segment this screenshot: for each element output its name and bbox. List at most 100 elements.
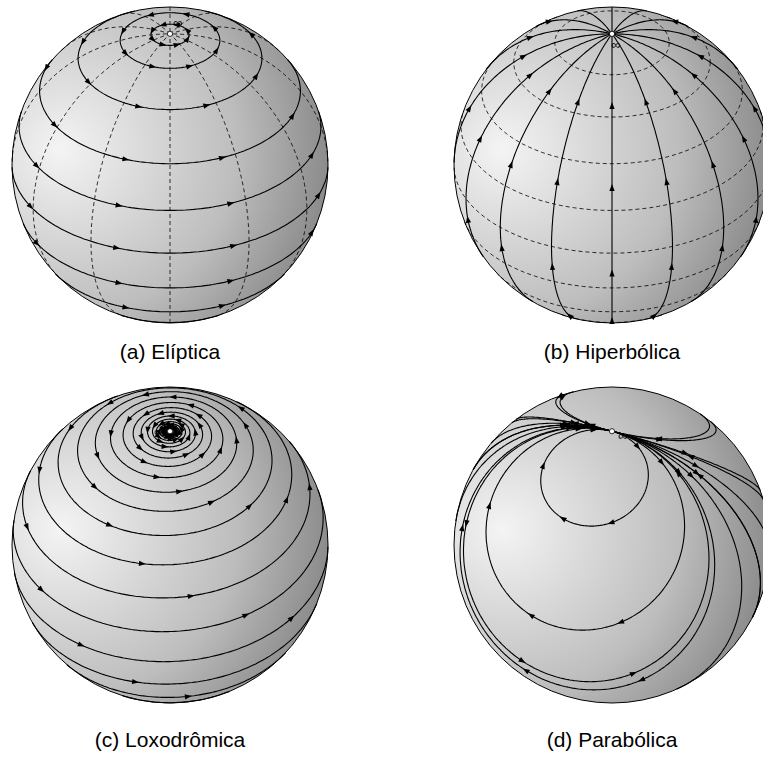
arrowhead: [185, 694, 192, 699]
arrowhead: [113, 245, 120, 250]
arrowhead: [109, 430, 114, 437]
arrowhead: [208, 501, 216, 506]
arrowhead: [518, 657, 525, 663]
dashed-grid-line: [562, 315, 662, 323]
dashed-grid-line: [170, 13, 216, 34]
arrowhead: [227, 202, 234, 207]
sphere-elliptic: [12, 7, 328, 323]
arrowhead: [176, 489, 183, 494]
arrowhead: [219, 156, 226, 161]
arrowhead: [168, 413, 175, 418]
arrowhead: [27, 202, 34, 209]
arrowhead: [187, 594, 194, 599]
arrowhead: [563, 423, 570, 428]
arrowhead: [122, 304, 129, 309]
arrowhead: [672, 88, 678, 95]
arrowhead: [308, 152, 314, 159]
caption-label: (c) Loxodrômica: [95, 728, 246, 752]
flow-line: [473, 425, 760, 617]
sphere-parabolic: [454, 387, 763, 703]
arrowhead: [149, 35, 156, 42]
arrowhead: [608, 519, 615, 524]
arrowhead: [249, 32, 256, 39]
arrowhead: [609, 102, 614, 109]
arrowhead: [193, 429, 198, 436]
arrowhead: [719, 244, 724, 251]
dashed-grid-line: [12, 34, 170, 162]
arrowhead: [142, 391, 150, 396]
arrowhead: [697, 473, 704, 479]
arrowhead: [139, 561, 146, 566]
infinity-label: ∞: [611, 38, 620, 51]
arrowhead: [609, 184, 614, 191]
arrowhead: [500, 244, 505, 251]
arrowhead: [230, 244, 238, 249]
flow-line: [577, 11, 612, 34]
arrowhead: [243, 422, 249, 429]
fixed-point: [609, 31, 614, 36]
sphere-loxodromic: [12, 387, 328, 703]
arrowhead: [638, 676, 645, 681]
flow-line: [612, 34, 724, 302]
flow-line: [556, 394, 716, 440]
arrowhead: [185, 434, 190, 441]
arrowhead: [540, 462, 545, 470]
arrowhead: [508, 161, 513, 169]
arrowhead: [692, 462, 699, 468]
arrowhead: [199, 452, 206, 459]
dashed-grid-line: [170, 34, 171, 323]
arrowhead: [186, 64, 194, 69]
arrowhead: [753, 105, 759, 112]
arrowhead: [81, 38, 87, 45]
arrowhead: [212, 25, 219, 32]
flow-line: [612, 30, 738, 70]
arrowhead: [227, 279, 234, 284]
dashed-grid-line: [170, 7, 171, 34]
arrowhead: [315, 192, 321, 199]
arrowhead: [147, 12, 155, 17]
arrowhead: [196, 413, 203, 419]
arrowhead: [187, 404, 194, 409]
arrowhead: [575, 98, 580, 105]
arrowhead: [528, 613, 535, 619]
arrowhead: [136, 444, 143, 451]
arrowhead: [213, 47, 219, 54]
infinity-label: ∞: [173, 16, 182, 29]
arrowhead: [122, 156, 129, 161]
arrowhead: [122, 49, 129, 56]
dashed-grid-line: [124, 13, 170, 34]
arrowhead: [690, 36, 697, 41]
sphere-hyperbolic: [454, 7, 763, 323]
arrowhead: [140, 458, 147, 463]
dashed-grid-line: [170, 34, 328, 162]
arrowhead: [149, 63, 156, 68]
arrowhead: [609, 317, 614, 324]
arrowhead: [68, 424, 74, 431]
arrowhead: [288, 616, 295, 623]
arrowhead: [617, 619, 625, 624]
flow-line: [516, 417, 760, 490]
flow-line: [500, 34, 612, 302]
arrowhead: [77, 641, 84, 646]
arrowhead: [691, 73, 698, 79]
arrowhead: [121, 27, 127, 34]
flow-line: [560, 392, 709, 439]
arrowhead: [238, 406, 245, 412]
arrowhead: [145, 426, 150, 433]
arrowhead: [242, 614, 250, 619]
flow-line: [611, 7, 612, 34]
arrowhead: [567, 313, 574, 320]
arrowhead: [711, 161, 716, 169]
flow-line: [612, 34, 673, 319]
arrowhead: [645, 98, 650, 105]
arrowhead: [559, 394, 566, 400]
arrowhead: [520, 55, 527, 61]
fixed-point: [167, 429, 172, 434]
arrowhead: [33, 239, 40, 246]
arrowhead: [132, 679, 139, 684]
dashed-grid-line: [170, 34, 307, 278]
flow-line: [486, 30, 612, 70]
arrowhead: [197, 422, 203, 429]
arrowhead: [687, 455, 695, 460]
arrowhead: [634, 442, 641, 449]
